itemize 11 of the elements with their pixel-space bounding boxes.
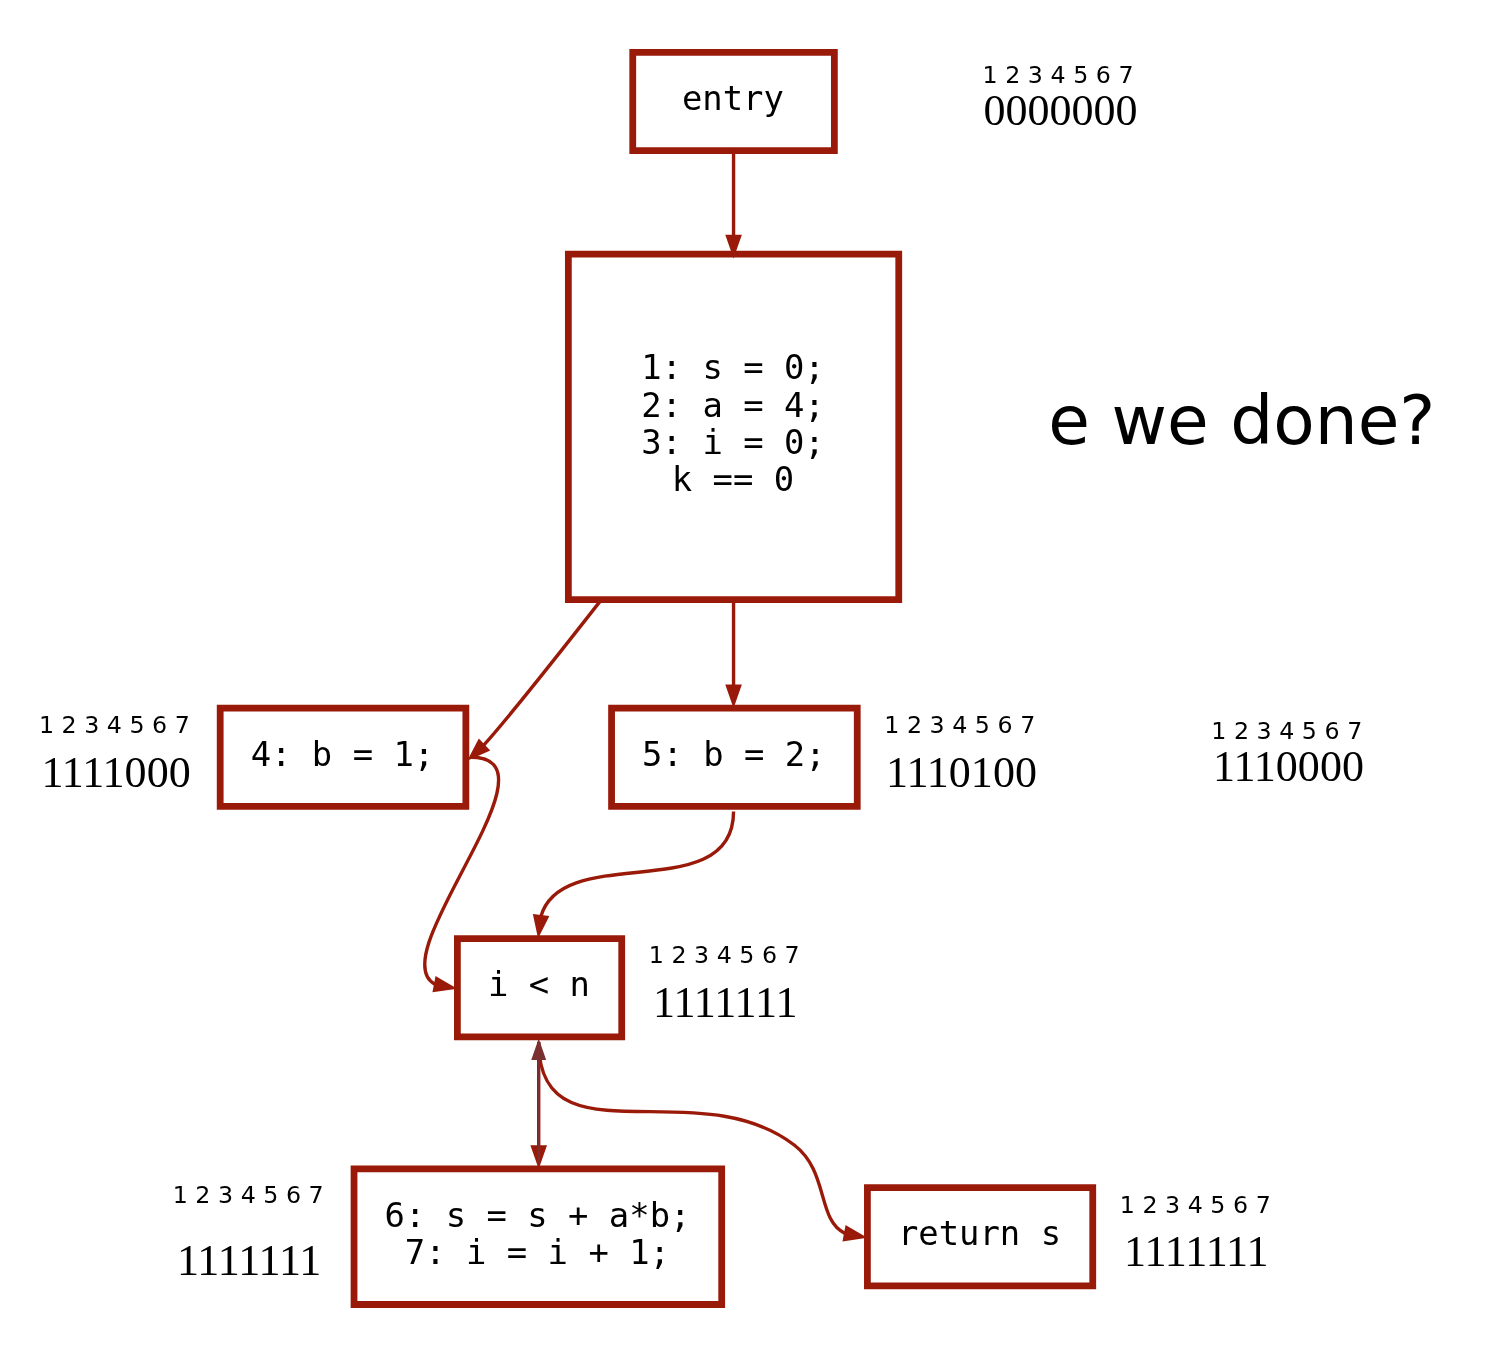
node-label: 1 2 3 4 5 6 7 bbox=[648, 941, 800, 970]
node-label: 1 2 3 4 5 6 7 bbox=[1119, 1190, 1271, 1219]
label: e we done? bbox=[1048, 380, 1436, 460]
node-label: 1111111 bbox=[653, 977, 798, 1027]
node-label: 1111111 bbox=[176, 1236, 322, 1286]
node-label: 1 2 3 4 5 6 7 bbox=[172, 1181, 324, 1210]
node-label: 1111000 bbox=[41, 747, 191, 797]
node-label: 1 2 3 4 5 6 7 bbox=[38, 711, 190, 740]
node-label: 1 2 3 4 5 6 7 bbox=[884, 711, 1036, 740]
node-label: 1110100 bbox=[886, 747, 1037, 797]
node-label: 1111111 bbox=[1124, 1227, 1269, 1277]
